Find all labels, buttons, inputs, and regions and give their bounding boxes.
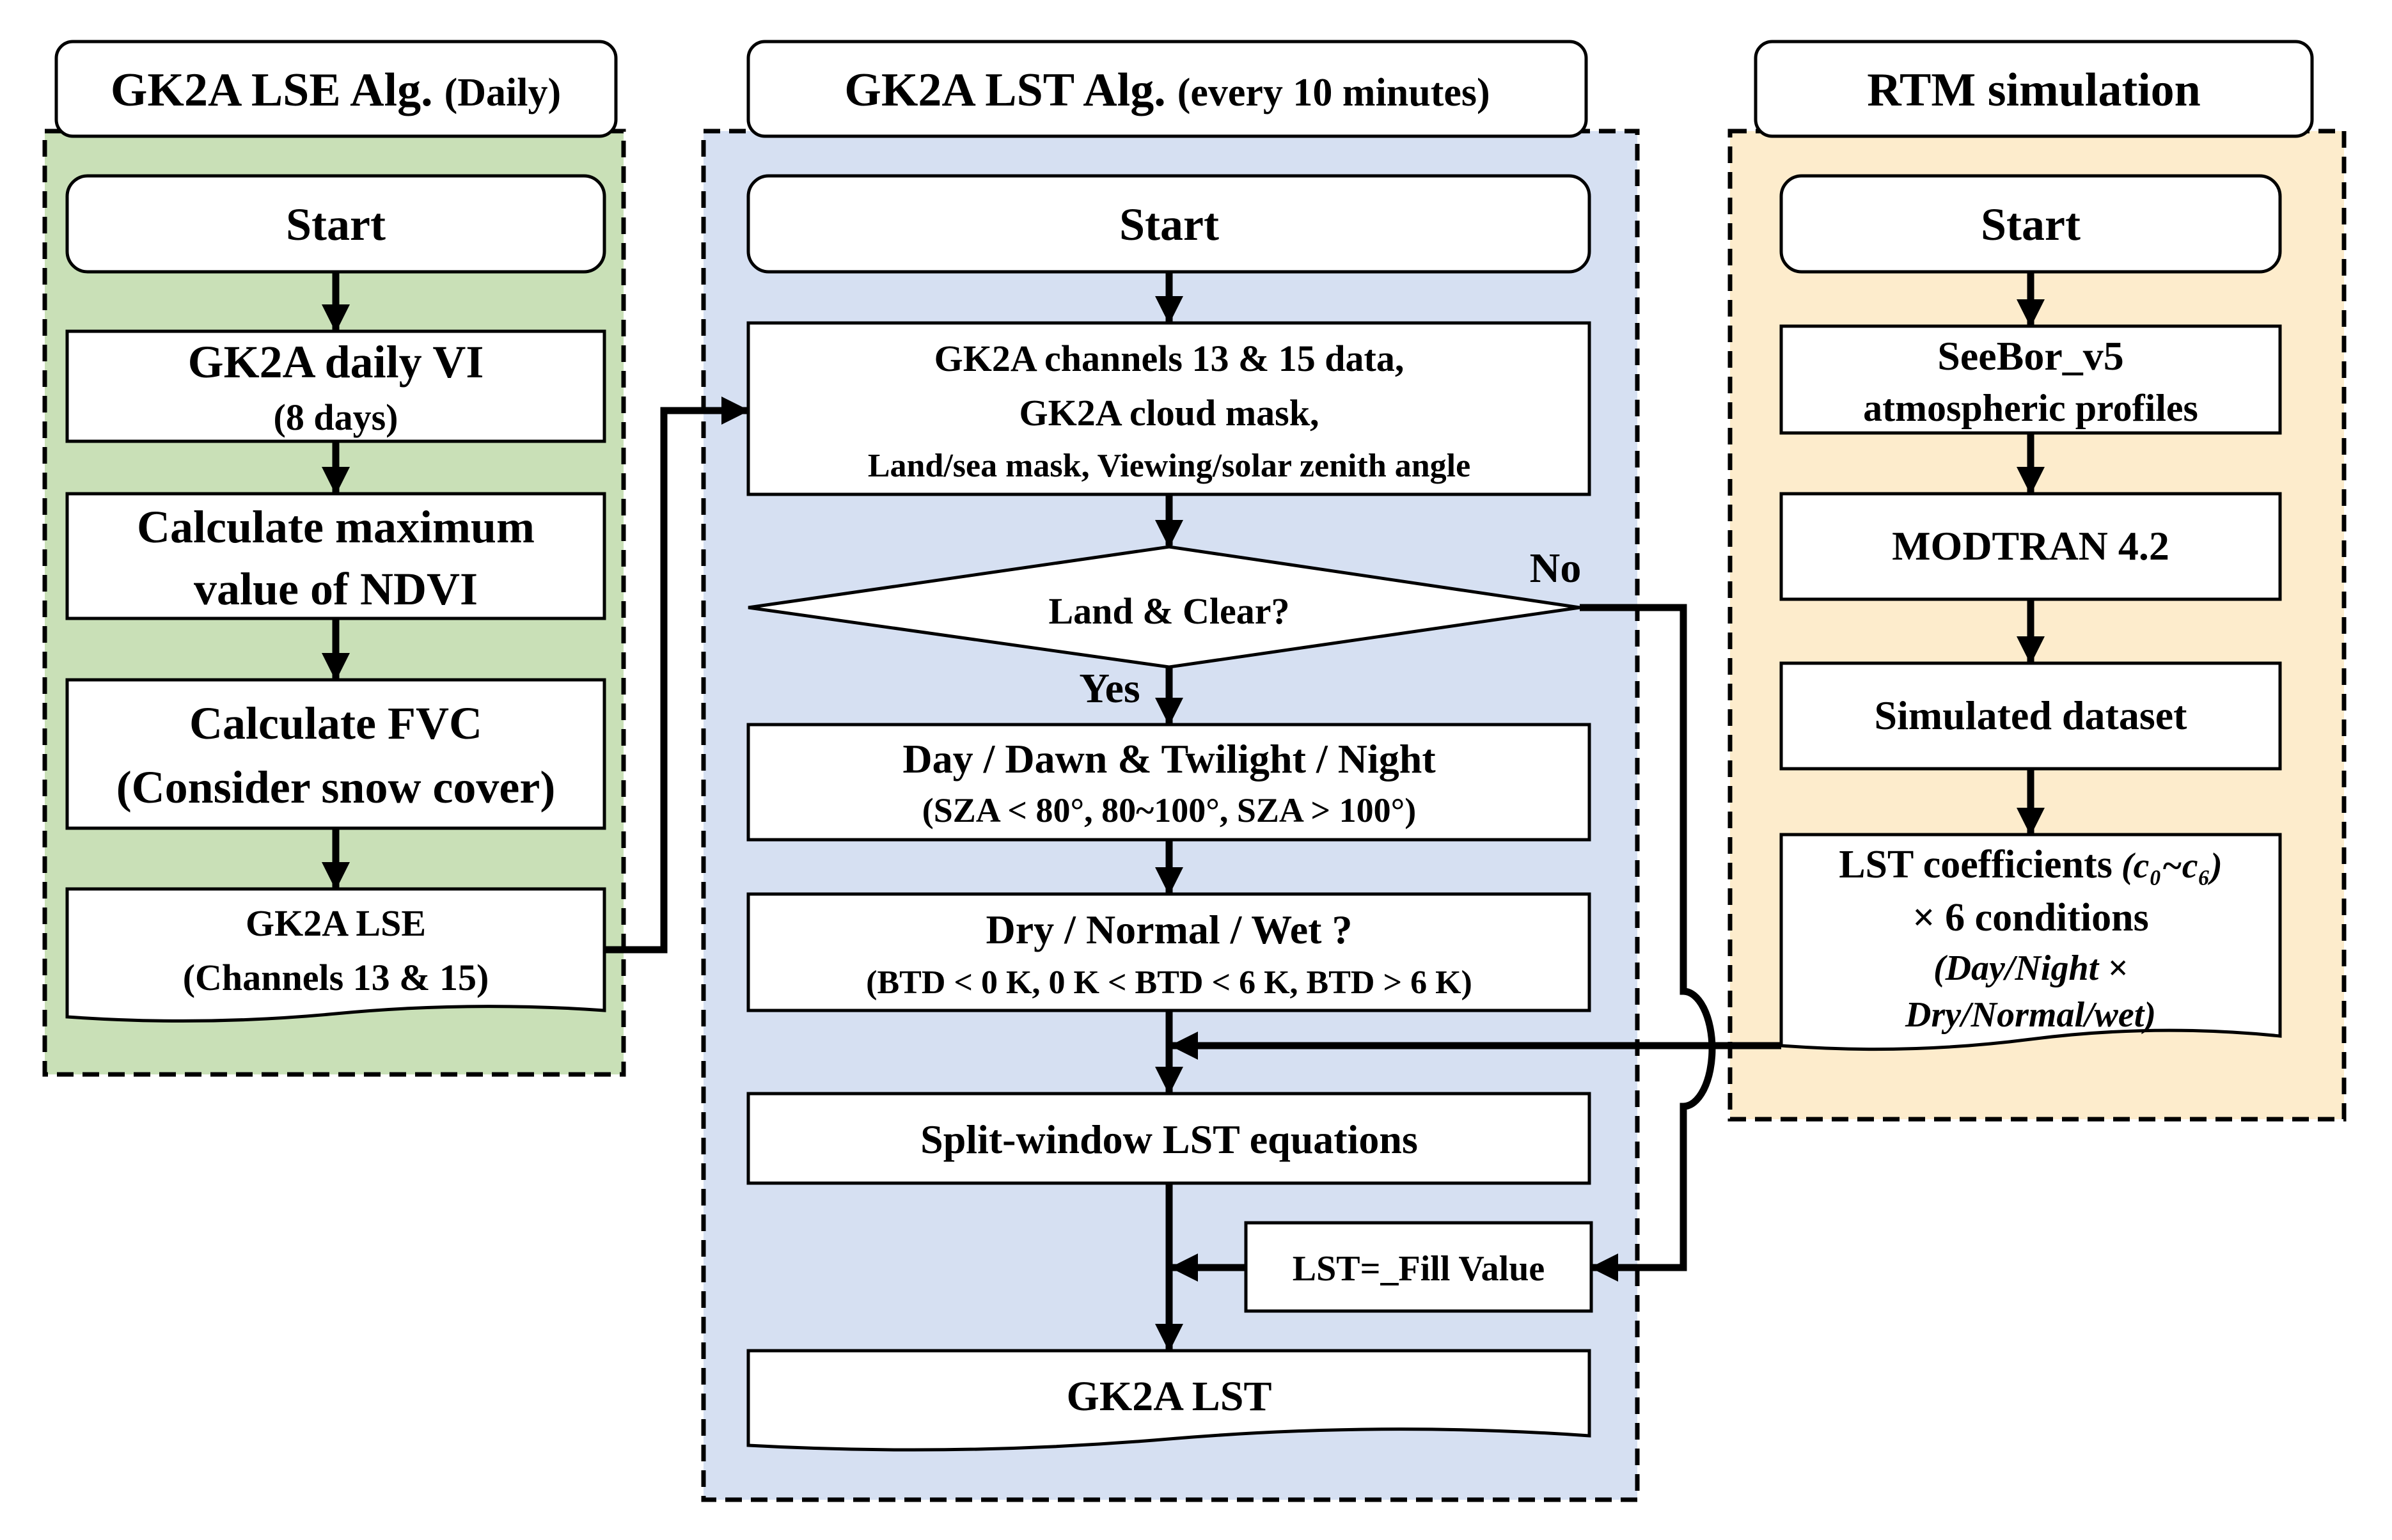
- lst-fill-value-label: LST=_Fill Value: [1293, 1249, 1545, 1289]
- lse-panel-title-note: (Daily): [445, 71, 562, 114]
- rtm-seebor-label-1: SeeBor_v5: [1937, 333, 2124, 379]
- rtm-coefficients-title: LST coefficients: [1839, 843, 2113, 886]
- lse-output-label-2: (Channels 13 & 15): [183, 957, 489, 998]
- lst-input-label-1: GK2A channels 13 & 15 data,: [934, 338, 1405, 379]
- rtm-seebor-node: [1779, 324, 2282, 435]
- lse-max-ndvi-label-1: Calculate maximum: [137, 501, 535, 553]
- rtm-coefficients-label-2: × 6 conditions: [1912, 896, 2149, 939]
- lst-dry-wet-label-2: (BTD < 0 K, 0 K < BTD < 6 K, BTD > 6 K): [866, 964, 1472, 1001]
- rtm-panel-title: RTM simulation: [1867, 64, 2201, 116]
- lst-decision-label: Land & Clear?: [1049, 590, 1290, 632]
- lst-yes-label: Yes: [1079, 665, 1140, 712]
- lst-output-document-node: [746, 1349, 1591, 1452]
- rtm-coefficients-label-3: (Day/Night ×: [1933, 948, 2128, 988]
- lst-panel-title-note: (every 10 minutes): [1177, 71, 1490, 114]
- lst-panel-title-box: [746, 40, 1588, 138]
- lse-fvc-label-1: Calculate FVC: [189, 698, 482, 749]
- rtm-coefficients-label-1: LST coefficients (c₀~c₆): [1839, 843, 2223, 886]
- lst-input-label-3: Land/sea mask, Viewing/solar zenith angl…: [868, 448, 1470, 484]
- lse-panel-title-main: GK2A LSE Alg.: [111, 64, 433, 116]
- lst-panel-title-main: GK2A LST Alg.: [844, 64, 1165, 116]
- rtm-start-label: Start: [1981, 199, 2081, 250]
- lst-day-night-label-2: (SZA < 80°, 80~100°, SZA > 100°): [922, 791, 1417, 829]
- lst-input-label-2: GK2A cloud mask,: [1019, 392, 1319, 434]
- lst-dry-wet-node: [746, 892, 1591, 1012]
- arrow-lse-output-to-lst-input: [604, 397, 750, 954]
- lst-start-label: Start: [1119, 199, 1219, 250]
- lst-output-label: GK2A LST: [1067, 1373, 1272, 1420]
- lst-day-night-node: [746, 723, 1591, 842]
- lse-daily-vi-label-1: GK2A daily VI: [188, 336, 484, 388]
- rtm-coefficients-range: (c₀~c₆): [2121, 846, 2223, 886]
- rtm-panel-title-box: [1754, 40, 2314, 138]
- lst-split-window-label: Split-window LST equations: [920, 1117, 1418, 1162]
- rtm-modtran-node: [1779, 492, 2282, 601]
- lst-dry-wet-label-1: Dry / Normal / Wet ?: [986, 907, 1353, 952]
- lst-input-data-node: [746, 321, 1591, 496]
- lse-daily-vi-label-2: (8 days): [274, 397, 398, 438]
- lst-no-label: No: [1530, 545, 1582, 592]
- lse-panel-title: GK2A LSE Alg. (Daily): [111, 64, 561, 116]
- lst-day-night-label-1: Day / Dawn & Twilight / Night: [902, 736, 1436, 782]
- lst-panel-title: GK2A LST Alg. (every 10 minutes): [844, 64, 1490, 116]
- rtm-coefficients-label-4: Dry/Normal/wet): [1905, 995, 2156, 1035]
- rtm-seebor-label-2: atmospheric profiles: [1863, 387, 2198, 429]
- lse-output-label-1: GK2A LSE: [246, 902, 426, 944]
- lst-fill-value-node: [1244, 1221, 1593, 1313]
- lse-start-label: Start: [286, 199, 386, 250]
- rtm-simulated-dataset-label: Simulated dataset: [1875, 693, 2188, 738]
- lse-output-document-node: [65, 887, 606, 1023]
- rtm-modtran-label: MODTRAN 4.2: [1892, 523, 2169, 569]
- lse-fvc-node: [65, 678, 606, 830]
- lse-fvc-label-2: (Consider snow cover): [116, 762, 556, 813]
- lse-panel-title-box: [54, 40, 618, 138]
- lse-daily-vi-node: [65, 329, 606, 443]
- lse-max-ndvi-label-2: value of NDVI: [194, 563, 478, 615]
- rtm-coefficients-document-node: [1779, 833, 2282, 1051]
- rtm-simulated-dataset-node: [1779, 661, 2282, 771]
